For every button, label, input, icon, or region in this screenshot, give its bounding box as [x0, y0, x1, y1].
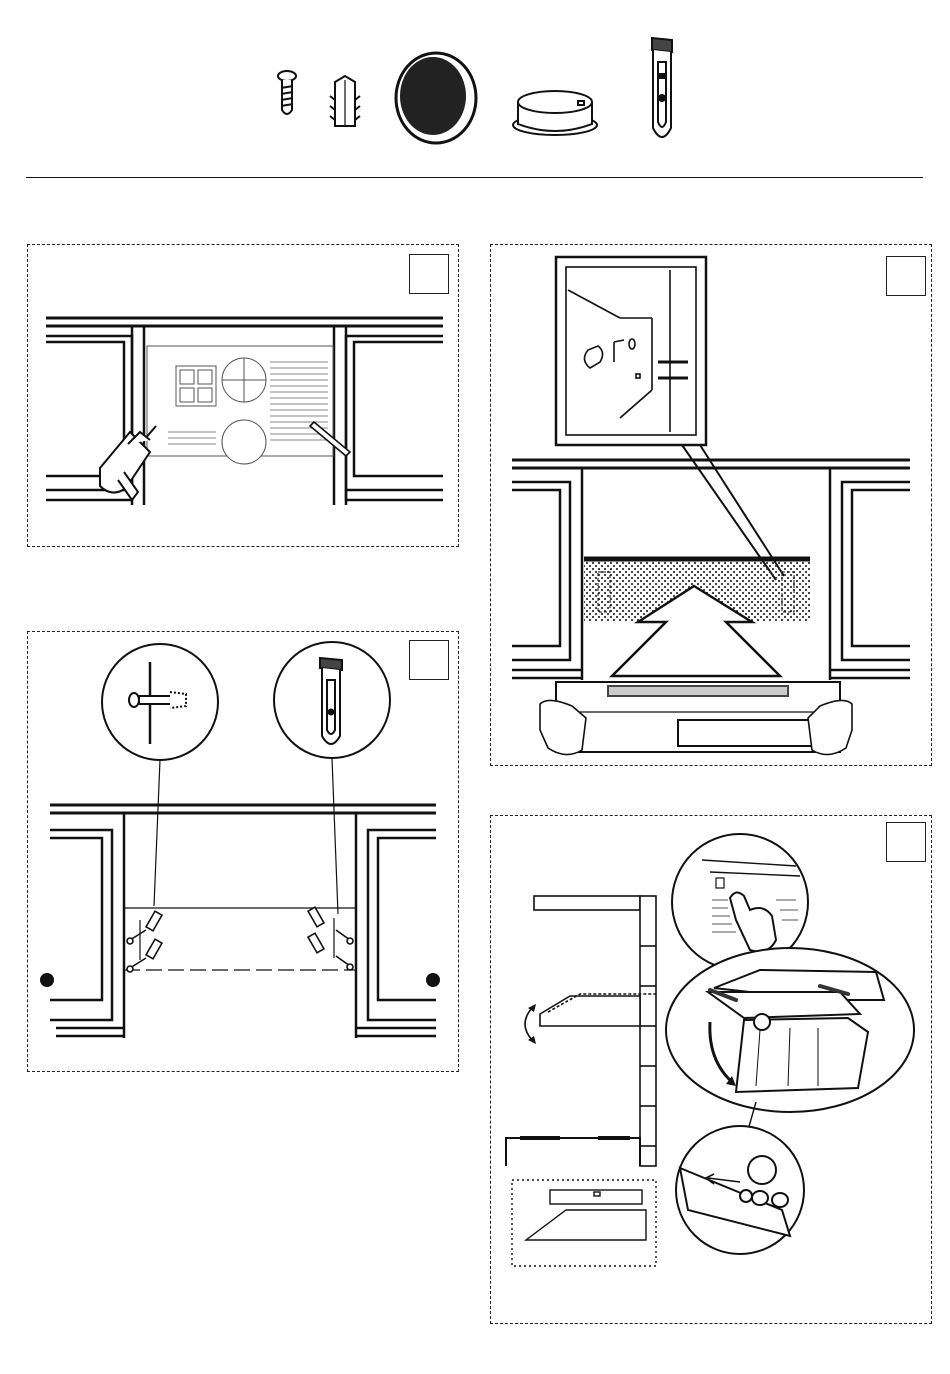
press-and-open-front-icon	[0, 0, 950, 1374]
